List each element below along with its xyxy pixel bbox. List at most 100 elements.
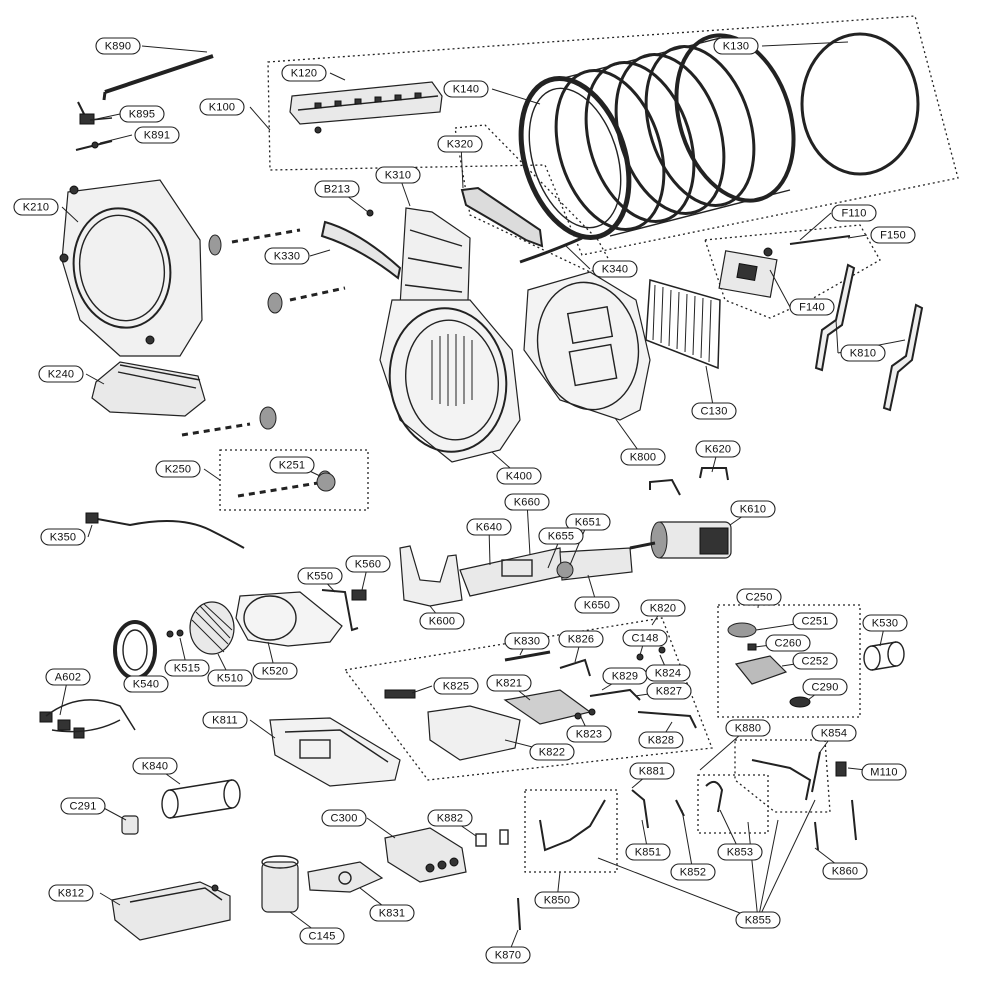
callout-label-k840: K840: [142, 761, 169, 773]
callout-bubble: [252, 662, 298, 680]
callout-bubble: [207, 669, 253, 687]
callout-label-c252: C252: [801, 656, 828, 668]
callout-label-k854: K854: [821, 728, 848, 740]
k890-rod-part: [102, 54, 214, 101]
k330-bracket-part: [320, 220, 402, 280]
k540-ring-part: [113, 620, 157, 680]
k560-part: [351, 589, 367, 601]
callout-k240: K240: [38, 365, 84, 383]
callout-k854: K854: [811, 724, 857, 742]
callout-label-k820: K820: [650, 603, 677, 615]
callout-k891: K891: [134, 126, 180, 144]
callout-k251: K251: [269, 456, 315, 474]
callout-k880: K880: [725, 719, 771, 737]
group-c250: [717, 604, 861, 718]
callout-bubble: [40, 528, 86, 546]
callout-bubble: [437, 135, 483, 153]
k812-box-part: [111, 881, 231, 941]
callout-k655: K655: [538, 527, 584, 545]
k130-seal-ring-part: [800, 32, 920, 176]
callout-bubble: [574, 596, 620, 614]
k811-base-part: [269, 717, 401, 787]
callout-label-k250: K250: [165, 464, 192, 476]
callout-label-k320: K320: [447, 139, 474, 151]
k400-bulkhead-part: [379, 299, 521, 463]
callout-c251: C251: [792, 612, 838, 630]
callout-bubble: [202, 711, 248, 729]
callout-label-c290: C290: [811, 682, 838, 694]
callout-k840: K840: [132, 757, 178, 775]
callout-k855: K855: [735, 911, 781, 929]
callout-label-k560: K560: [355, 559, 382, 571]
k340-seal-part: [519, 236, 583, 264]
callout-label-k870: K870: [495, 950, 522, 962]
callout-bubble: [713, 37, 759, 55]
callout-k800: K800: [620, 448, 666, 466]
k240-duct-part: [91, 361, 206, 417]
callout-label-k860: K860: [832, 866, 859, 878]
callout-label-k330: K330: [274, 251, 301, 263]
f140-thermostat-part: [718, 235, 851, 298]
callout-label-k826: K826: [568, 634, 595, 646]
c291-cap-part: [121, 815, 139, 835]
callout-bubble: [592, 260, 638, 278]
callout-k660: K660: [504, 493, 550, 511]
callout-k610: K610: [730, 500, 776, 518]
callout-bubble: [123, 675, 169, 693]
callout-k851: K851: [625, 843, 671, 861]
callout-k820: K820: [640, 599, 686, 617]
callout-c300: C300: [321, 809, 367, 827]
callout-bubble: [375, 166, 421, 184]
callout-label-k810: K810: [850, 348, 877, 360]
callout-label-k891: K891: [144, 130, 171, 142]
k610-motor-part: [629, 467, 732, 559]
callout-label-b213: B213: [324, 184, 351, 196]
k520-blower-housing-part: [235, 591, 343, 647]
callout-k515: K515: [164, 659, 210, 677]
callout-k640: K640: [466, 518, 512, 536]
callout-bubble: [504, 493, 550, 511]
callout-bubble: [485, 946, 531, 964]
callout-label-k880: K880: [735, 723, 762, 735]
callout-label-c145: C145: [308, 931, 335, 943]
k350-cord-part: [91, 517, 245, 549]
callout-k821: K821: [486, 674, 532, 692]
callout-bubble: [534, 891, 580, 909]
callout-bubble: [695, 440, 741, 458]
callout-a602: A602: [45, 668, 91, 686]
callout-bubble: [433, 677, 479, 695]
callout-bubble: [566, 725, 612, 743]
c300-capacitor-part: [384, 827, 467, 883]
callout-label-k890: K890: [105, 41, 132, 53]
callout-c148: C148: [622, 629, 668, 647]
group-k850: [524, 789, 618, 873]
callout-bubble: [840, 344, 886, 362]
callout-label-k823: K823: [576, 729, 603, 741]
callout-label-k620: K620: [705, 444, 732, 456]
roller-shafts-part: [181, 228, 346, 498]
group-k100-drum: [267, 15, 959, 256]
callout-bubble: [504, 632, 550, 650]
callout-c260: C260: [765, 634, 811, 652]
group-k820: [343, 617, 713, 781]
k251-bearing-part: [316, 472, 336, 492]
callout-label-k821: K821: [496, 678, 523, 690]
callout-k651: K651: [565, 513, 611, 531]
callout-label-k812: K812: [58, 888, 85, 900]
callout-label-c251: C251: [801, 616, 828, 628]
callout-k530: K530: [862, 614, 908, 632]
callout-label-c148: C148: [631, 633, 658, 645]
callout-label-k830: K830: [514, 636, 541, 648]
callout-k890: K890: [95, 37, 141, 55]
callout-k320: K320: [437, 135, 483, 153]
callout-bubble: [646, 682, 692, 700]
callout-bubble: [789, 298, 835, 316]
callout-c290: C290: [802, 678, 848, 696]
k810-bracket-part: [814, 263, 924, 412]
callout-bubble: [691, 402, 737, 420]
parts-artwork: [39, 32, 924, 941]
callout-label-k251: K251: [279, 460, 306, 472]
callout-bubble: [735, 911, 781, 929]
callout-bubble: [725, 719, 771, 737]
